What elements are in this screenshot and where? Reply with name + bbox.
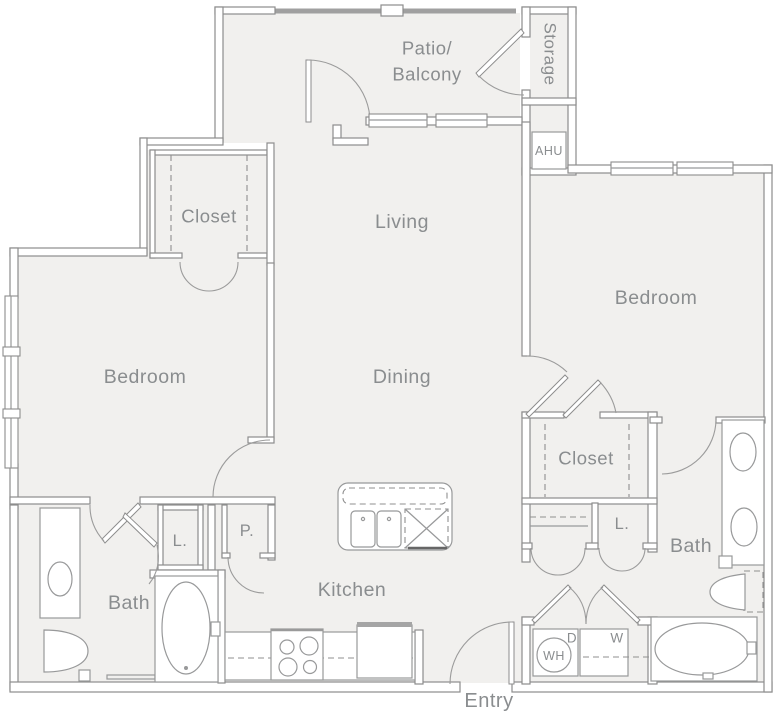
label-kitchen: Kitchen bbox=[318, 579, 387, 601]
windows bbox=[2, 113, 734, 469]
bath-left-fixtures bbox=[39, 507, 221, 683]
entry-door bbox=[449, 621, 515, 685]
toilet-right bbox=[709, 570, 764, 613]
label-washer: W bbox=[610, 631, 623, 646]
stove bbox=[270, 628, 324, 681]
storage-door bbox=[475, 28, 525, 96]
toilet-left bbox=[43, 629, 89, 673]
closet-left-doors bbox=[179, 261, 239, 292]
bathtub-right bbox=[650, 616, 758, 682]
vanity-right bbox=[721, 419, 765, 566]
label-storage: Storage bbox=[541, 22, 560, 85]
window bbox=[368, 113, 428, 128]
laundry-doors bbox=[531, 584, 641, 625]
label-closet-right: Closet bbox=[558, 448, 613, 469]
dashed-lines bbox=[170, 155, 630, 527]
sink-left bbox=[47, 561, 73, 597]
sink-right-1 bbox=[729, 432, 757, 472]
window bbox=[2, 295, 21, 469]
label-living: Living bbox=[375, 211, 429, 233]
pantry-door bbox=[227, 556, 265, 594]
window bbox=[610, 161, 674, 176]
closet-right-lower-doors bbox=[530, 547, 646, 576]
label-entry: Entry bbox=[464, 690, 513, 712]
faucet bbox=[718, 555, 733, 569]
bath-right-door bbox=[661, 419, 717, 475]
label-patio-line2: Balcony bbox=[392, 64, 462, 85]
label-patio-line1: Patio/ bbox=[402, 38, 453, 59]
washer-box bbox=[579, 628, 629, 677]
kitchen-sink bbox=[350, 510, 402, 548]
label-bedroom-right: Bedroom bbox=[615, 287, 698, 309]
bath-left-door bbox=[89, 502, 142, 544]
label-bath-left: Bath bbox=[108, 592, 150, 614]
label-dining: Dining bbox=[373, 366, 431, 388]
label-linen-right: L. bbox=[615, 515, 630, 533]
refrigerator bbox=[356, 622, 413, 679]
sink-right-2 bbox=[730, 507, 758, 547]
patio-door bbox=[305, 59, 371, 123]
laundry-fixtures bbox=[531, 131, 649, 677]
label-pantry: P. bbox=[240, 522, 254, 540]
window bbox=[676, 161, 734, 176]
room-labels: Patio/ Balcony Storage AHU Closet Living… bbox=[104, 22, 712, 712]
bath-right-fixtures bbox=[650, 419, 765, 682]
bath-left-inner-door bbox=[122, 512, 159, 585]
label-bedroom-left: Bedroom bbox=[104, 366, 187, 388]
label-closet-left: Closet bbox=[181, 206, 236, 227]
bathtub-left bbox=[154, 575, 221, 683]
label-linen-left: L. bbox=[173, 532, 188, 550]
water-heater bbox=[536, 637, 572, 673]
window bbox=[435, 113, 488, 128]
bedroom-left-door bbox=[212, 439, 271, 498]
label-water-heater: WH bbox=[543, 649, 565, 663]
paper-holder bbox=[78, 669, 91, 682]
label-bath-right: Bath bbox=[670, 535, 712, 557]
kitchen-fixtures bbox=[224, 482, 453, 681]
floor-areas bbox=[15, 13, 765, 683]
label-ahu: AHU bbox=[535, 144, 563, 158]
island-counter-edge bbox=[342, 487, 448, 505]
closet-right-door bbox=[562, 379, 617, 419]
vanity-left bbox=[39, 507, 81, 619]
ahu-unit bbox=[531, 131, 567, 170]
doors bbox=[89, 28, 717, 685]
dishwasher bbox=[404, 508, 449, 550]
bedroom-right-door bbox=[525, 355, 569, 418]
label-dryer: D bbox=[567, 631, 577, 646]
